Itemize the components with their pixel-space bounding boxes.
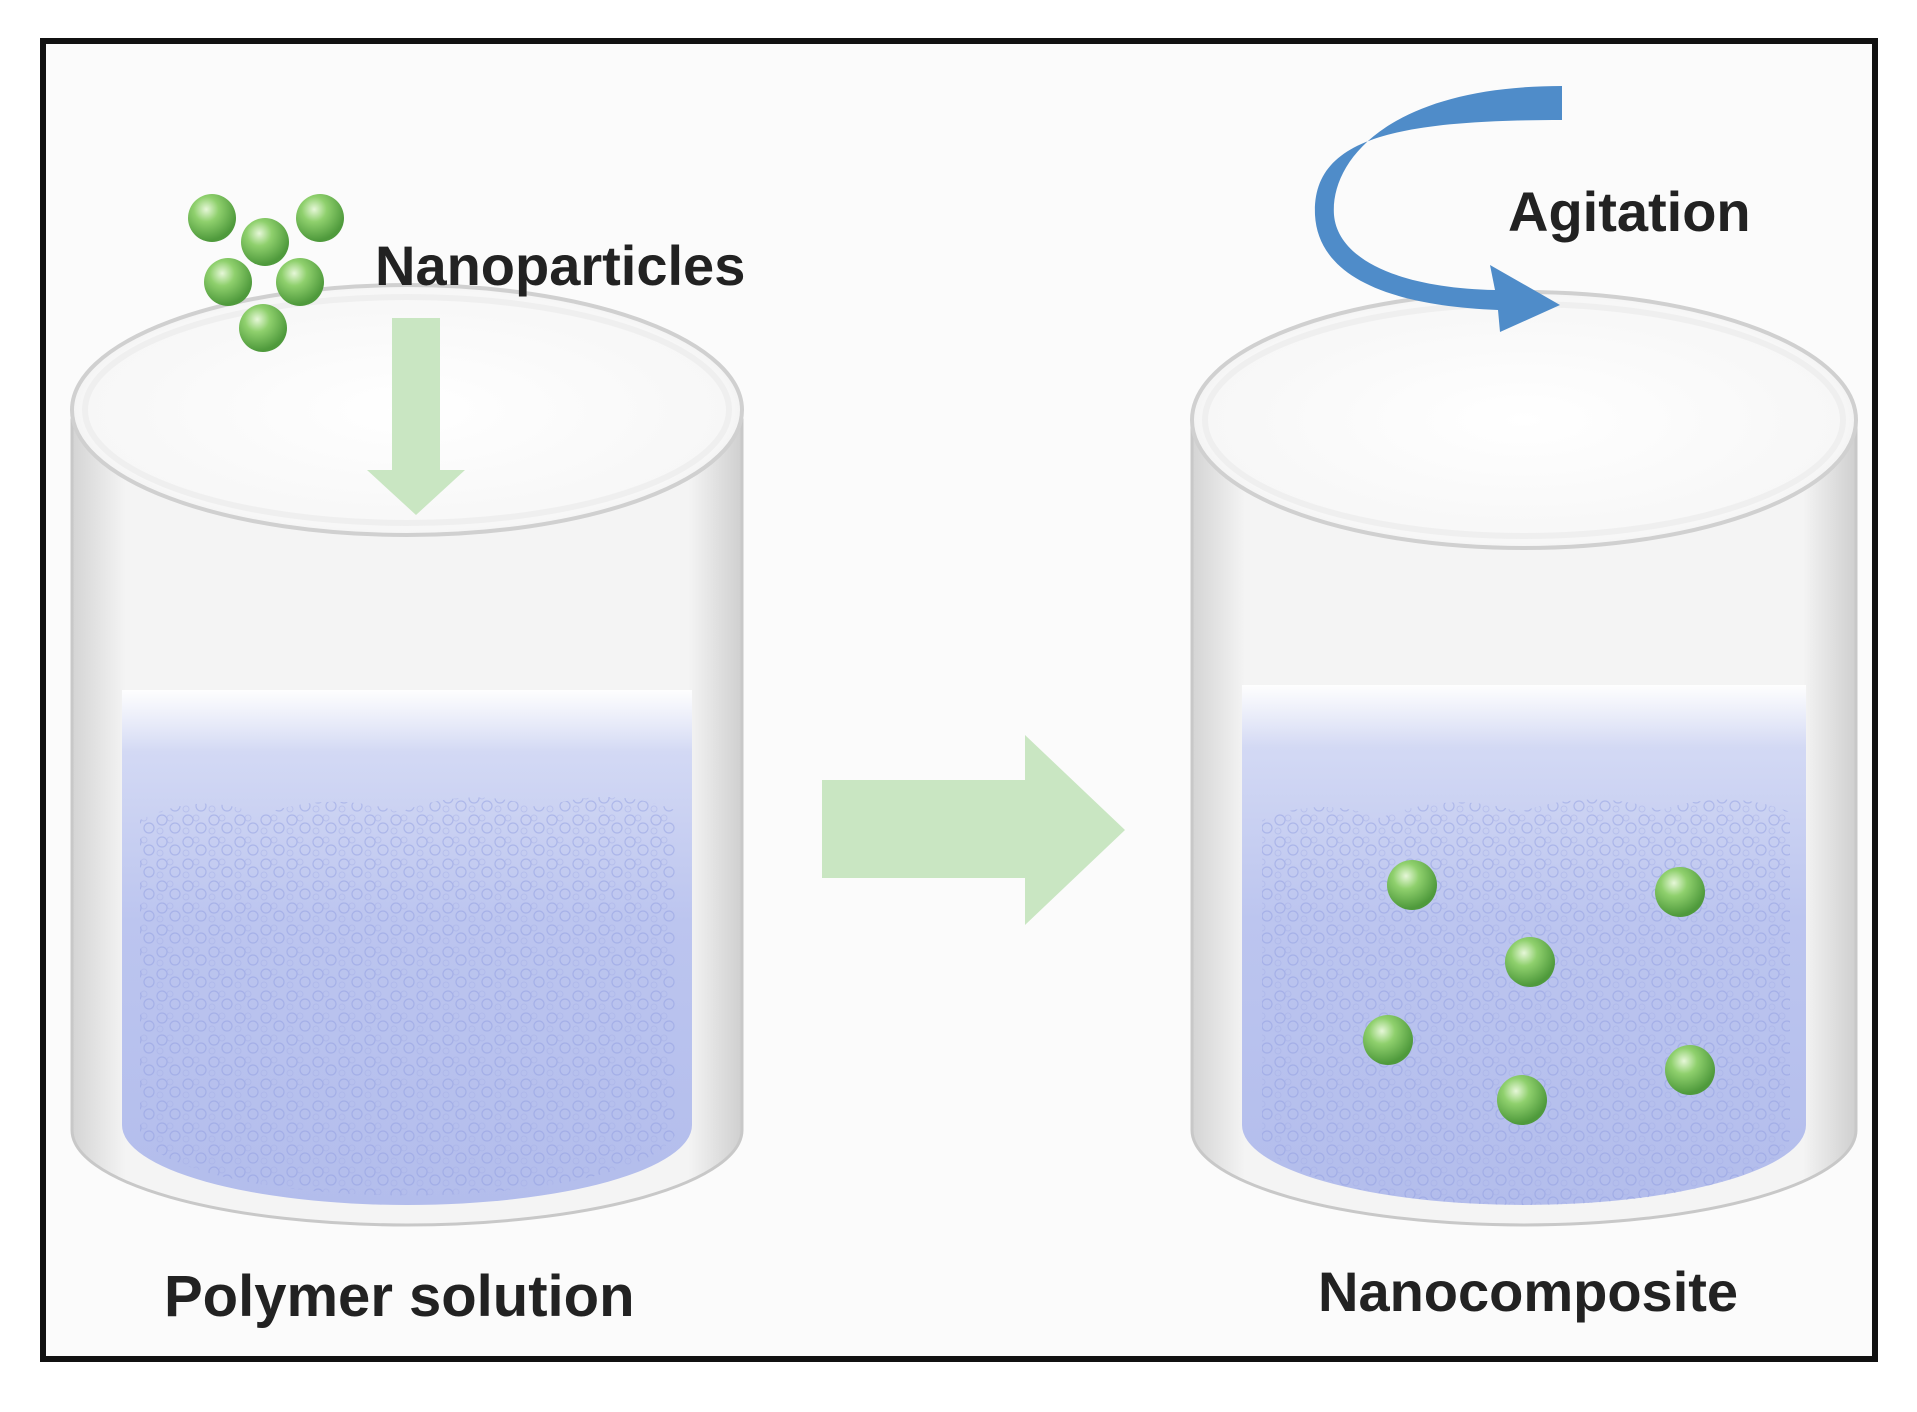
arrow-right-icon [822, 735, 1125, 925]
dispersed-nanoparticles [1363, 860, 1715, 1125]
nanocomposite-label: Nanocomposite [1318, 1260, 1739, 1323]
nanoparticle [1655, 867, 1705, 917]
agitation-label: Agitation [1508, 180, 1751, 243]
beaker-lid-right [1190, 290, 1858, 550]
nanoparticle [1665, 1045, 1715, 1095]
arrow-down-icon [367, 318, 465, 515]
polymer-texture-left [140, 796, 675, 1196]
curved-arrow-icon [1314, 86, 1562, 332]
nanoparticle [1497, 1075, 1547, 1125]
polymer-solution-label: Polymer solution [164, 1264, 635, 1329]
polymer-solution-beaker [70, 283, 744, 1227]
nanocomposite-beaker [1190, 290, 1858, 1227]
nanoparticle [1387, 860, 1437, 910]
particle-cluster-icon [188, 194, 344, 352]
nanoparticle [1505, 937, 1555, 987]
polymer-texture-right [1262, 799, 1790, 1205]
nanoparticles-label: Nanoparticles [375, 234, 746, 297]
nanoparticle [1363, 1015, 1413, 1065]
